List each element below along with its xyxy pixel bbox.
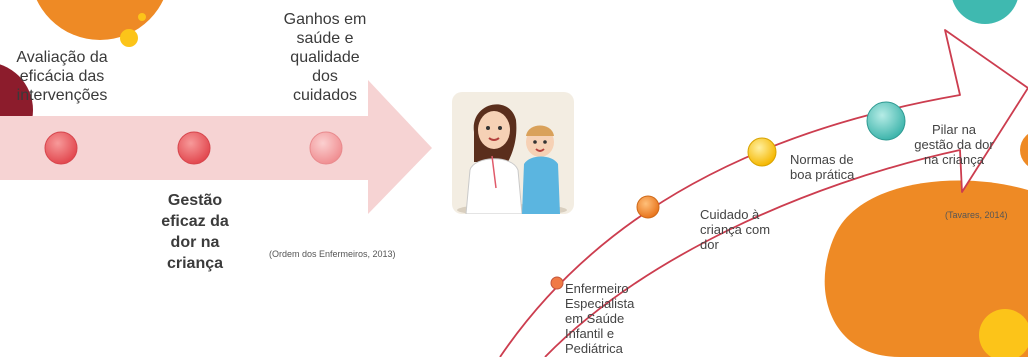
step-label-cuidado-crianca: Cuidado à criança com dor (700, 207, 771, 252)
yellow-dot-small (138, 13, 146, 21)
orange-dot-right-edge (1020, 134, 1028, 166)
orange-blob-right (824, 180, 1028, 357)
node-2 (177, 131, 211, 165)
step-label-pilar-gestao-dor: Pilar na gestão da dor na criança (914, 122, 994, 167)
citation-ordem-enfermeiros: (Ordem dos Enfermeiros, 2013) (269, 249, 396, 259)
step-node-1 (550, 276, 564, 290)
step-node-3 (747, 137, 777, 167)
teal-blob-top-right (952, 0, 1018, 24)
nurse-with-child-illustration (452, 92, 574, 214)
step-node-4 (866, 101, 906, 141)
step-node-2 (636, 195, 660, 219)
yellow-dot-large (120, 29, 138, 47)
yellow-blob-bottom-right (979, 309, 1028, 357)
step-label-normas-boa-pratica: Normas de boa prática (790, 152, 855, 182)
horizontal-arrow (0, 80, 432, 214)
label-avaliacao-eficacia: Avaliação da eficácia das intervenções (16, 49, 108, 104)
label-gestao-eficaz: Gestão eficaz da dor na criança (161, 192, 229, 272)
node-1 (44, 131, 78, 165)
node-3 (309, 131, 343, 165)
citation-tavares: (Tavares, 2014) (945, 210, 1008, 220)
step-label-enfermeiro-especialista: Enfermeiro Especialista em Saúde Infanti… (565, 281, 635, 356)
label-ganhos-em-saude: Ganhos em saúde e qualidade dos cuidados (283, 11, 367, 104)
